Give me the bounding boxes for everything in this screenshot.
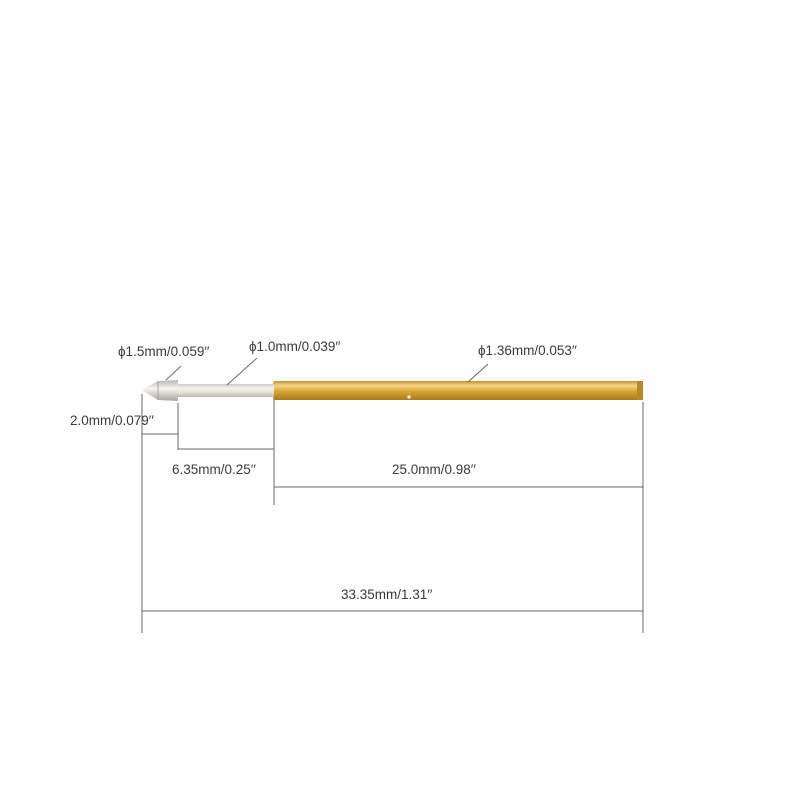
barrel-length-label: 25.0mm/0.98′′ — [392, 462, 476, 477]
barrel — [273, 381, 643, 400]
barrel-end-ring — [637, 381, 643, 400]
plunger-diameter-leader — [226, 357, 258, 386]
total-length-label: 33.35mm/1.31′′ — [341, 587, 433, 602]
plunger-length-label: 6.35mm/0.25′′ — [172, 462, 256, 477]
barrel-crimp-dot — [407, 395, 411, 399]
barrel-diameter-label: ϕ1.36mm/0.053′′ — [478, 343, 577, 358]
tip-diameter-leader — [165, 365, 182, 381]
plunger-tip — [142, 380, 178, 401]
tip-diameter-label: ϕ1.5mm/0.059′′ — [118, 344, 210, 359]
plunger-diameter-label: ϕ1.0mm/0.039′′ — [249, 339, 341, 354]
tip-length-label: 2.0mm/0.079′′ — [70, 413, 154, 428]
test-probe-pin — [142, 380, 643, 401]
plunger-shaft — [178, 384, 274, 397]
barrel-diameter-leader — [467, 363, 489, 383]
